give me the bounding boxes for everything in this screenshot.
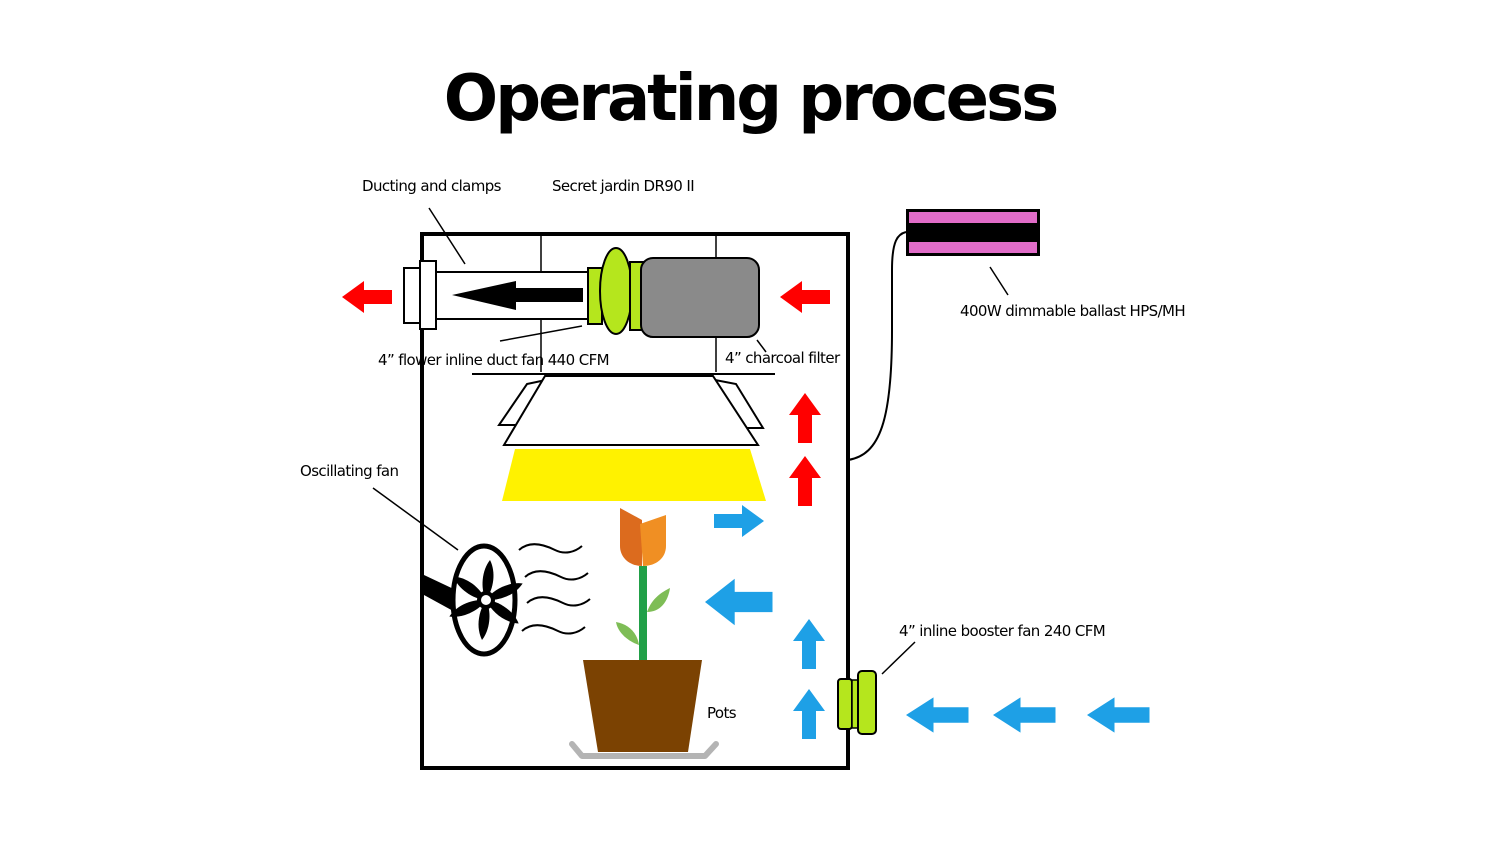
exhaust-arrow-into-filter [780, 281, 830, 313]
grow-light-reflector [497, 375, 765, 446]
ballast [906, 209, 1040, 256]
exhaust-arrow-up-upper [789, 393, 821, 443]
leader-booster-fan [881, 641, 916, 675]
leader-oscillating-fan [372, 487, 459, 551]
intake-arrow-outside-1 [906, 697, 969, 733]
plant [616, 508, 670, 662]
intake-arrow-right-under-light [714, 505, 764, 537]
label-tent: Secret jardin DR90 II [552, 177, 694, 195]
label-oscillating-fan: Oscillating fan [300, 462, 398, 480]
label-pots: Pots [707, 704, 737, 722]
leader-charcoal-filter [756, 339, 767, 353]
intake-arrow-up-lower [793, 689, 825, 739]
intake-arrow-outside-2 [993, 697, 1056, 733]
inline-duct-fan [587, 247, 645, 335]
intake-arrow-left-toward-plant [705, 578, 773, 626]
label-ballast: 400W dimmable ballast HPS/MH [960, 302, 1185, 320]
page-title: Operating process [443, 62, 1059, 136]
light-beam [502, 449, 766, 501]
leader-ducting [428, 207, 466, 265]
label-duct-fan: 4” flower inline duct fan 440 CFM [378, 351, 609, 369]
label-charcoal-filter: 4” charcoal filter [725, 349, 841, 367]
pot-saucer [569, 741, 719, 759]
exhaust-arrow-outside [342, 281, 392, 313]
intake-arrow-outside-3 [1087, 697, 1150, 733]
booster-fan [837, 670, 877, 735]
leader-duct-fan [499, 325, 583, 342]
label-booster-fan: 4” inline booster fan 240 CFM [899, 622, 1105, 640]
label-ducting: Ducting and clamps [362, 177, 502, 195]
oscillating-fan [424, 543, 523, 657]
ducting-clamps [403, 260, 589, 330]
grow-tent [420, 232, 850, 770]
charcoal-filter [640, 257, 760, 338]
exhaust-arrow-up-lower [789, 456, 821, 506]
airflow-lines [518, 543, 591, 635]
leader-ballast [989, 266, 1009, 296]
pot [583, 660, 702, 752]
duct-airflow-arrow [452, 281, 583, 310]
intake-arrow-up-upper [793, 619, 825, 669]
ballast-cable [847, 231, 907, 461]
